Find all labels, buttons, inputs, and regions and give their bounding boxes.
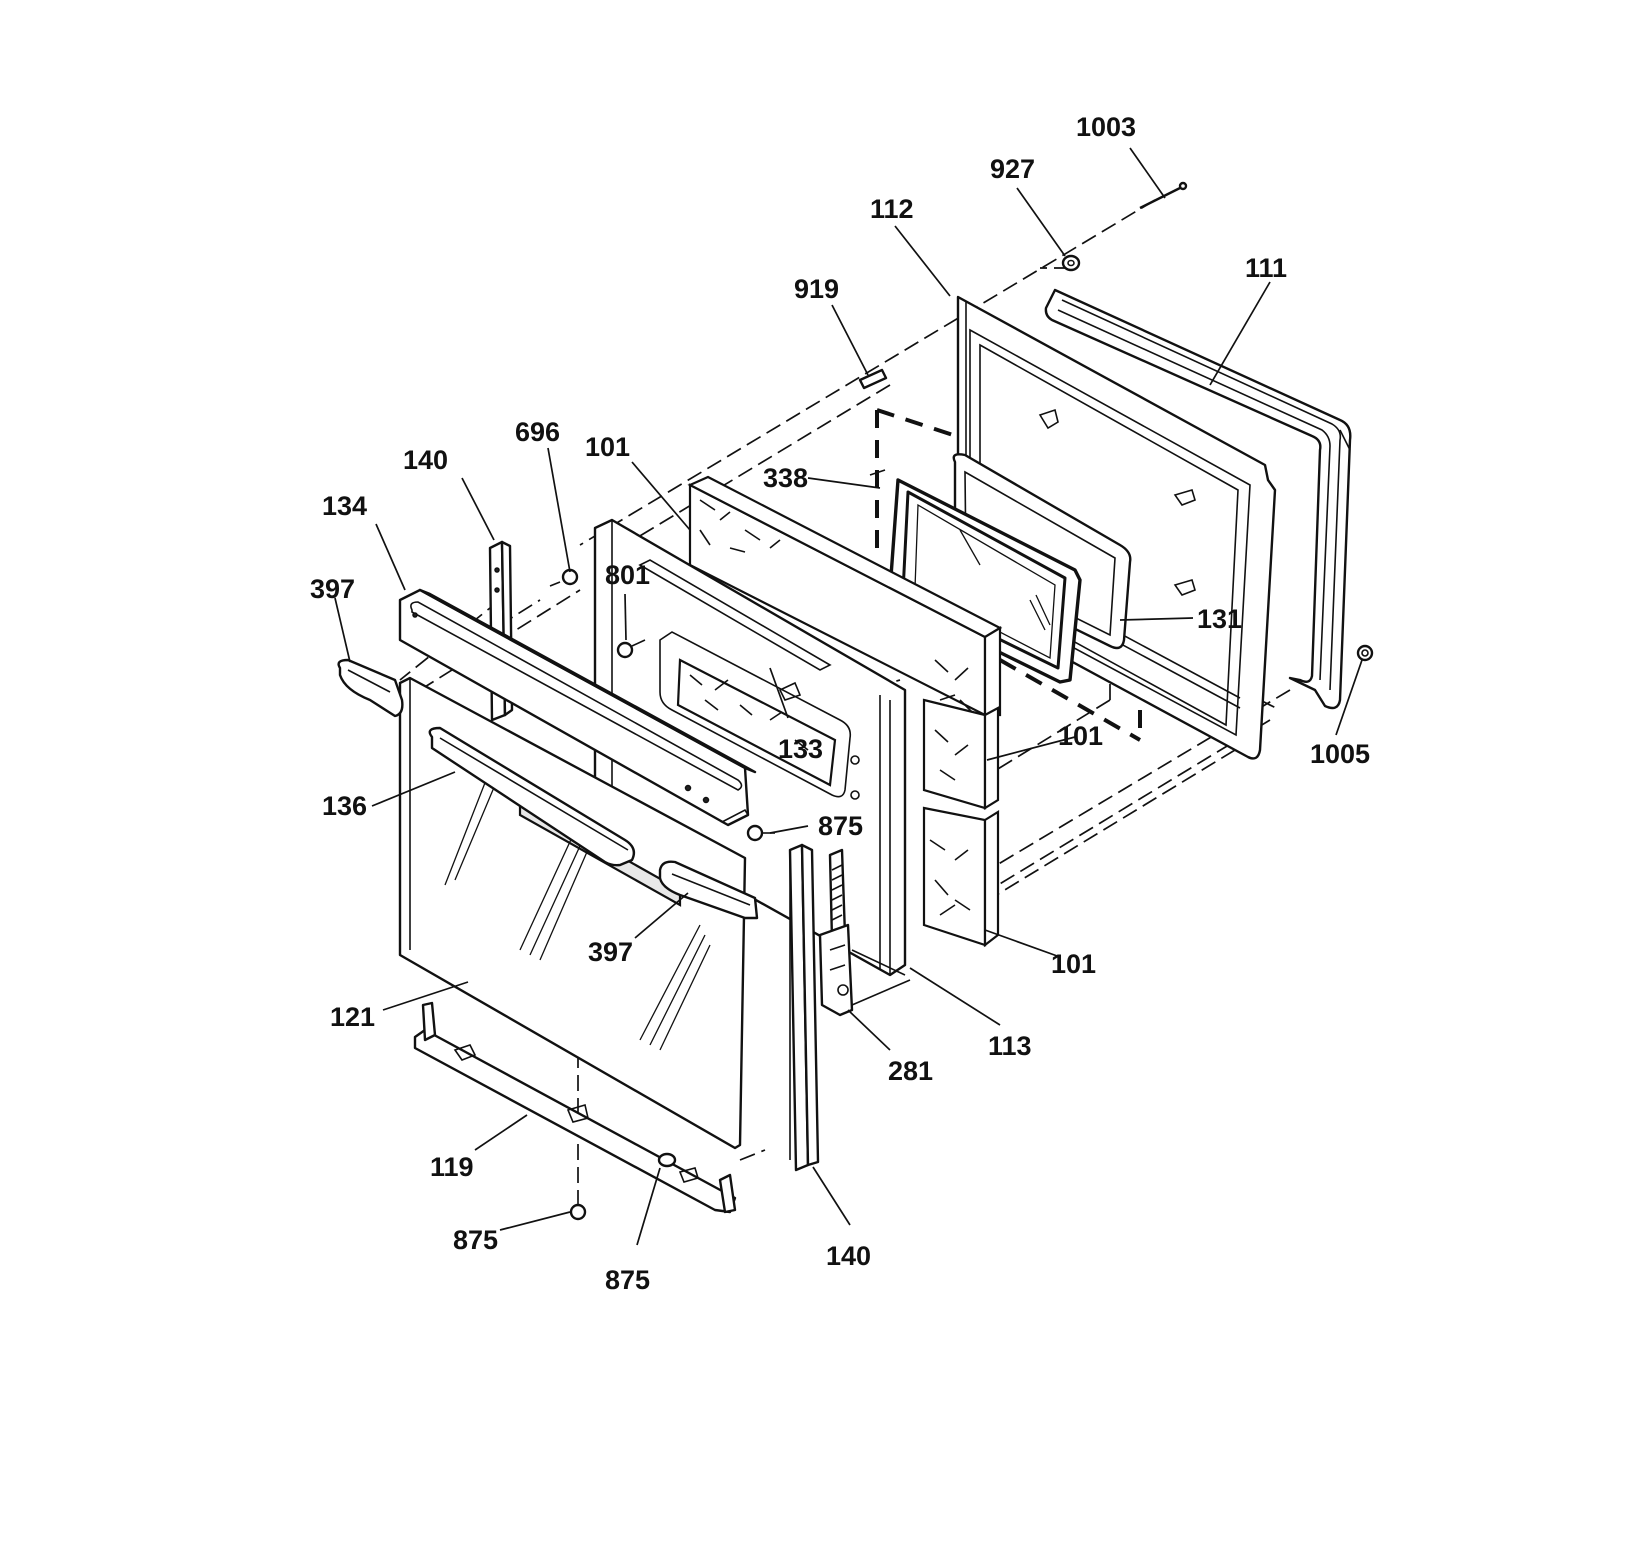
- callout-101-bot: 101: [1051, 949, 1096, 979]
- vent-trim-134: [398, 588, 757, 827]
- hardware: [549, 181, 1374, 1221]
- leader-lines: [334, 147, 1363, 1246]
- screw-1005-icon: [1356, 644, 1374, 662]
- screw-875-left-icon: [569, 1200, 587, 1221]
- callout-121: 121: [330, 1002, 375, 1032]
- callout-136: 136: [322, 791, 367, 821]
- spacer-919-icon: [858, 368, 888, 390]
- callout-140-top: 140: [403, 445, 448, 475]
- callout-112: 112: [870, 194, 914, 224]
- callout-101-mid: 101: [1058, 721, 1103, 751]
- callout-801: 801: [605, 560, 650, 590]
- callout-134: 134: [322, 491, 367, 521]
- callout-281: 281: [888, 1056, 933, 1086]
- callout-397-left: 397: [310, 574, 355, 604]
- insulation-101: [687, 475, 1003, 948]
- washer-927-icon: [1061, 254, 1081, 272]
- callout-101-top: 101: [585, 432, 630, 462]
- callout-875-mid: 875: [818, 811, 863, 841]
- hinge-281: [818, 848, 911, 1017]
- callout-111: 111: [1245, 253, 1287, 283]
- callout-875-left: 875: [453, 1225, 498, 1255]
- callout-140-bot: 140: [826, 1241, 871, 1271]
- callout-119: 119: [430, 1152, 474, 1182]
- bottom-trim-119: [413, 1001, 737, 1214]
- callout-labels: 1003 927 112 111 919 338 696 101 140 134…: [310, 112, 1370, 1295]
- screw-801-icon: [616, 639, 646, 659]
- screw-875-bot-icon: [657, 1152, 677, 1168]
- handle-endcap-397-left: [337, 658, 404, 718]
- side-channel-140-right: [788, 843, 820, 1172]
- callout-113: 113: [988, 1031, 1032, 1061]
- callout-133: 133: [778, 734, 823, 764]
- callout-1003: 1003: [1076, 112, 1136, 142]
- screw-696-icon: [549, 568, 579, 587]
- callout-131: 131: [1197, 604, 1242, 634]
- door-handle-136: [428, 726, 636, 867]
- pin-1003-icon: [1139, 181, 1188, 210]
- callout-919: 919: [794, 274, 839, 304]
- callout-875-bot: 875: [605, 1265, 650, 1295]
- callout-1005: 1005: [1310, 739, 1370, 769]
- callout-338: 338: [763, 463, 808, 493]
- callout-397-right: 397: [588, 937, 633, 967]
- handle-endcap-397-right: [658, 860, 759, 920]
- callout-927: 927: [990, 154, 1035, 184]
- callout-696: 696: [515, 417, 560, 447]
